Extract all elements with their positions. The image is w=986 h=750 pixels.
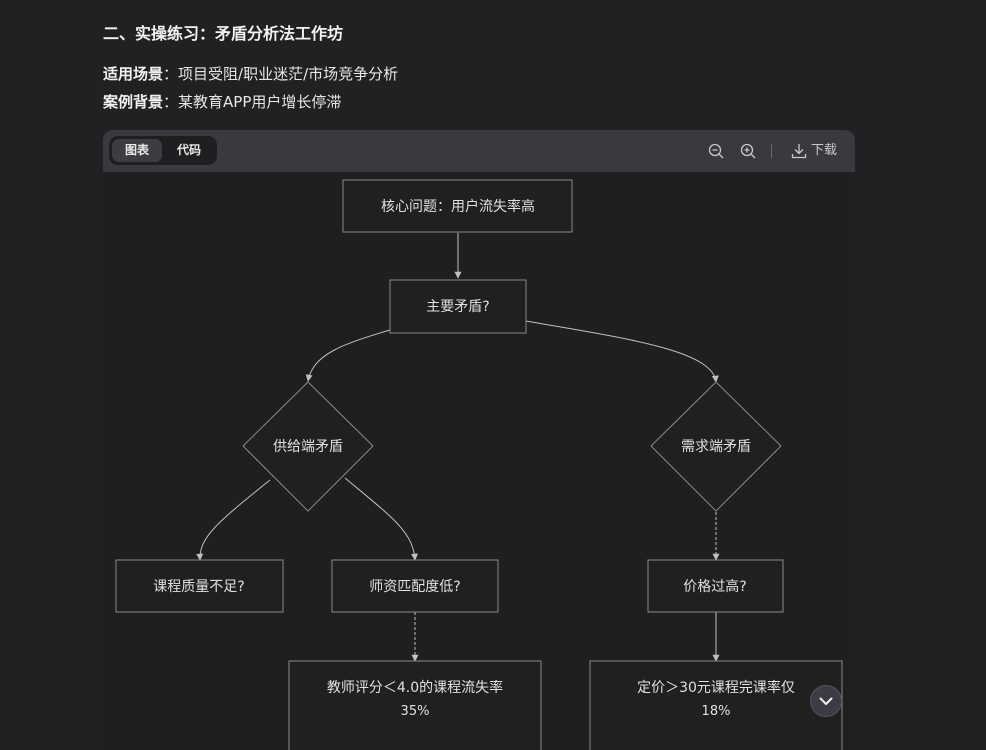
download-icon[interactable] (790, 142, 808, 160)
zoom-out-icon[interactable] (707, 142, 725, 160)
node-price-metric-line2: 18% (702, 704, 731, 719)
tab-code[interactable]: 代码 (176, 143, 201, 157)
background-value: ：某教育APP用户增长停滞 (163, 93, 342, 111)
background-label: 案例背景 (103, 93, 164, 111)
node-price-high[interactable]: 价格过高? (647, 559, 784, 613)
node-course-quality-label: 课程质量不足? (153, 579, 244, 595)
zoom-in-icon[interactable] (739, 142, 757, 160)
node-teacher-metric-line2: 35% (401, 704, 430, 719)
node-core-problem-label: 核心问题：用户流失率高 (381, 198, 535, 215)
node-demand-side-label: 需求端矛盾 (681, 439, 751, 455)
node-main-contradiction-label: 主要矛盾? (426, 299, 489, 315)
node-price-metric[interactable]: 定价＞30元课程完课率仅 18% (589, 660, 843, 750)
edge-supply-to-quality (196, 479, 271, 561)
view-toggle: 图表 代码 (109, 136, 217, 165)
background-line: 案例背景：某教育APP用户增长停滞 (103, 91, 341, 112)
diagram-card: 图表 代码 下载 (103, 130, 855, 750)
edge-main-to-supply (305, 329, 391, 382)
chevron-down-icon (819, 697, 833, 705)
node-teacher-metric[interactable]: 教师评分＜4.0的课程流失率 35% (288, 660, 542, 750)
download-button[interactable]: 下载 (811, 143, 838, 158)
flowchart: 核心问题：用户流失率高 主要矛盾? 供给端矛盾 需求端矛盾 课程质量不足? 师资… (115, 179, 843, 750)
node-teacher-match[interactable]: 师资匹配度低? (331, 559, 499, 613)
flow-edges (196, 233, 720, 662)
node-supply-side-label: 供给端矛盾 (273, 439, 343, 455)
node-demand-side[interactable]: 需求端矛盾 (650, 381, 782, 512)
diagram-toolbar: 图表 代码 下载 (103, 130, 855, 172)
toolbar-divider (771, 144, 772, 158)
edge-supply-to-teacher (344, 477, 419, 561)
node-core-problem[interactable]: 核心问题：用户流失率高 (342, 179, 573, 233)
node-main-contradiction[interactable]: 主要矛盾? (389, 279, 527, 334)
node-supply-side[interactable]: 供给端矛盾 (242, 381, 374, 512)
scenario-value: ：项目受阻/职业迷茫/市场竞争分析 (163, 65, 399, 83)
scenario-label: 适用场景 (103, 65, 164, 83)
edge-main-to-demand (525, 320, 719, 383)
scenario-line: 适用场景：项目受阻/职业迷茫/市场竞争分析 (103, 63, 398, 84)
node-price-high-label: 价格过高? (683, 578, 746, 595)
node-price-metric-line1: 定价＞30元课程完课率仅 (637, 679, 795, 696)
section-title: 二、实操练习：矛盾分析法工作坊 (103, 24, 344, 43)
node-teacher-match-label: 师资匹配度低? (369, 579, 460, 595)
tab-chart[interactable]: 图表 (112, 139, 162, 162)
node-course-quality[interactable]: 课程质量不足? (115, 559, 284, 613)
node-teacher-metric-line1: 教师评分＜4.0的课程流失率 (327, 679, 503, 696)
scroll-down-button[interactable] (810, 685, 842, 717)
